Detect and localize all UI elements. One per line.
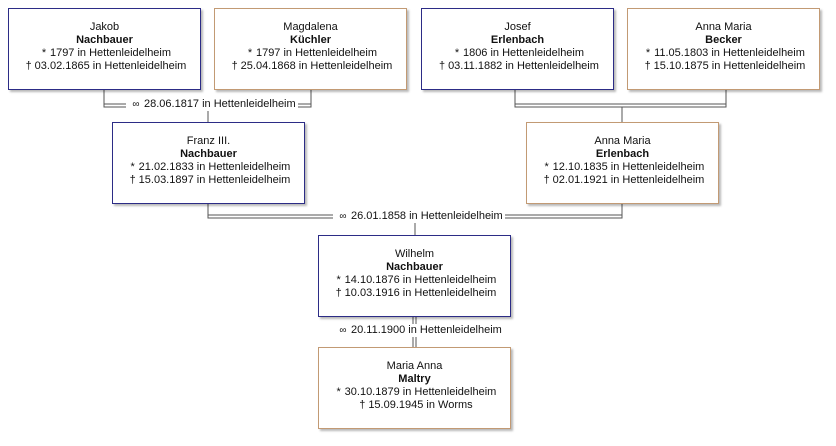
- death-event: †15.03.1897 in Hettenleidelheim: [113, 174, 304, 187]
- death-event: †02.01.1921 in Hettenleidelheim: [527, 174, 718, 187]
- birth-event: *11.05.1803 in Hettenleidelheim: [628, 47, 819, 60]
- first-name: Franz III.: [186, 135, 231, 147]
- death-icon: †: [231, 60, 238, 72]
- death-icon: †: [439, 60, 446, 72]
- surname: Erlenbach: [490, 34, 545, 46]
- person-annamaria-erlenbach[interactable]: Anna Maria Erlenbach *12.10.1835 in Hett…: [526, 122, 719, 204]
- birth-icon: *: [454, 47, 460, 59]
- first-name: Anna Maria: [695, 21, 752, 33]
- death-icon: †: [644, 60, 651, 72]
- death-icon: †: [335, 287, 342, 299]
- surname: Nachbauer: [180, 148, 237, 160]
- death-icon: †: [129, 174, 136, 186]
- birth-event: *1797 in Hettenleidelheim: [215, 47, 406, 60]
- person-wilhelm-nachbauer[interactable]: Wilhelm Nachbauer *14.10.1876 in Hettenl…: [318, 235, 511, 317]
- connector-josef-becker: [514, 90, 727, 105]
- death-event: †15.09.1945 in Worms: [319, 399, 510, 412]
- surname: Maltry: [398, 373, 431, 385]
- birth-event: *1806 in Hettenleidelheim: [422, 47, 613, 60]
- marriage-rings-icon: ∞: [339, 211, 347, 222]
- birth-icon: *: [336, 386, 341, 398]
- birth-icon: *: [544, 161, 549, 173]
- marriage-wilhelm-mariaanna: ∞20.11.1900 in Hettenleidelheim: [333, 324, 504, 337]
- death-icon: †: [25, 60, 32, 72]
- marriage-rings-icon: ∞: [339, 325, 347, 336]
- death-event: †10.03.1916 in Hettenleidelheim: [319, 287, 510, 300]
- death-event: †15.10.1875 in Hettenleidelheim: [628, 60, 819, 73]
- person-franz-nachbauer[interactable]: Franz III. Nachbauer *21.02.1833 in Hett…: [112, 122, 305, 204]
- death-event: †03.11.1882 in Hettenleidelheim: [422, 60, 613, 73]
- death-event: †03.02.1865 in Hettenleidelheim: [9, 60, 200, 73]
- birth-event: *21.02.1833 in Hettenleidelheim: [113, 161, 304, 174]
- first-name: Wilhelm: [394, 248, 435, 260]
- surname: Becker: [705, 34, 742, 46]
- birth-event: *12.10.1835 in Hettenleidelheim: [527, 161, 718, 174]
- birth-event: *14.10.1876 in Hettenleidelheim: [319, 274, 510, 287]
- birth-icon: *: [247, 47, 253, 59]
- first-name: Jakob: [89, 21, 120, 33]
- person-jakob-nachbauer[interactable]: Jakob Nachbauer *1797 in Hettenleidelhei…: [8, 8, 201, 90]
- birth-event: *1797 in Hettenleidelheim: [9, 47, 200, 60]
- marriage-rings-icon: ∞: [132, 99, 140, 110]
- surname: Nachbauer: [386, 261, 443, 273]
- birth-icon: *: [645, 47, 651, 59]
- surname: Erlenbach: [595, 148, 650, 160]
- connector-josef-becker-bottom: [514, 90, 727, 108]
- first-name: Maria Anna: [386, 360, 443, 372]
- person-mariaanna-maltry[interactable]: Maria Anna Maltry *30.10.1879 in Hettenl…: [318, 347, 511, 429]
- person-magdalena-kuechler[interactable]: Magdalena Küchler *1797 in Hettenleidelh…: [214, 8, 407, 90]
- first-name: Josef: [504, 21, 531, 33]
- person-annamaria-becker[interactable]: Anna Maria Becker *11.05.1803 in Hettenl…: [627, 8, 820, 90]
- person-josef-erlenbach[interactable]: Josef Erlenbach *1806 in Hettenleidelhei…: [421, 8, 614, 90]
- death-icon: †: [543, 174, 550, 186]
- marriage-franz-annamaria: ∞26.01.1858 in Hettenleidelheim: [333, 210, 505, 223]
- first-name: Anna Maria: [594, 135, 651, 147]
- surname: Küchler: [290, 34, 331, 46]
- marriage-jakob-magdalena: ∞28.06.1817 in Hettenleidelheim: [126, 98, 298, 111]
- death-event: †25.04.1868 in Hettenleidelheim: [215, 60, 406, 73]
- birth-icon: *: [41, 47, 47, 59]
- birth-icon: *: [130, 161, 135, 173]
- birth-icon: *: [336, 274, 341, 286]
- death-icon: †: [359, 399, 366, 411]
- birth-event: *30.10.1879 in Hettenleidelheim: [319, 386, 510, 399]
- surname: Nachbauer: [76, 34, 133, 46]
- first-name: Magdalena: [283, 21, 338, 33]
